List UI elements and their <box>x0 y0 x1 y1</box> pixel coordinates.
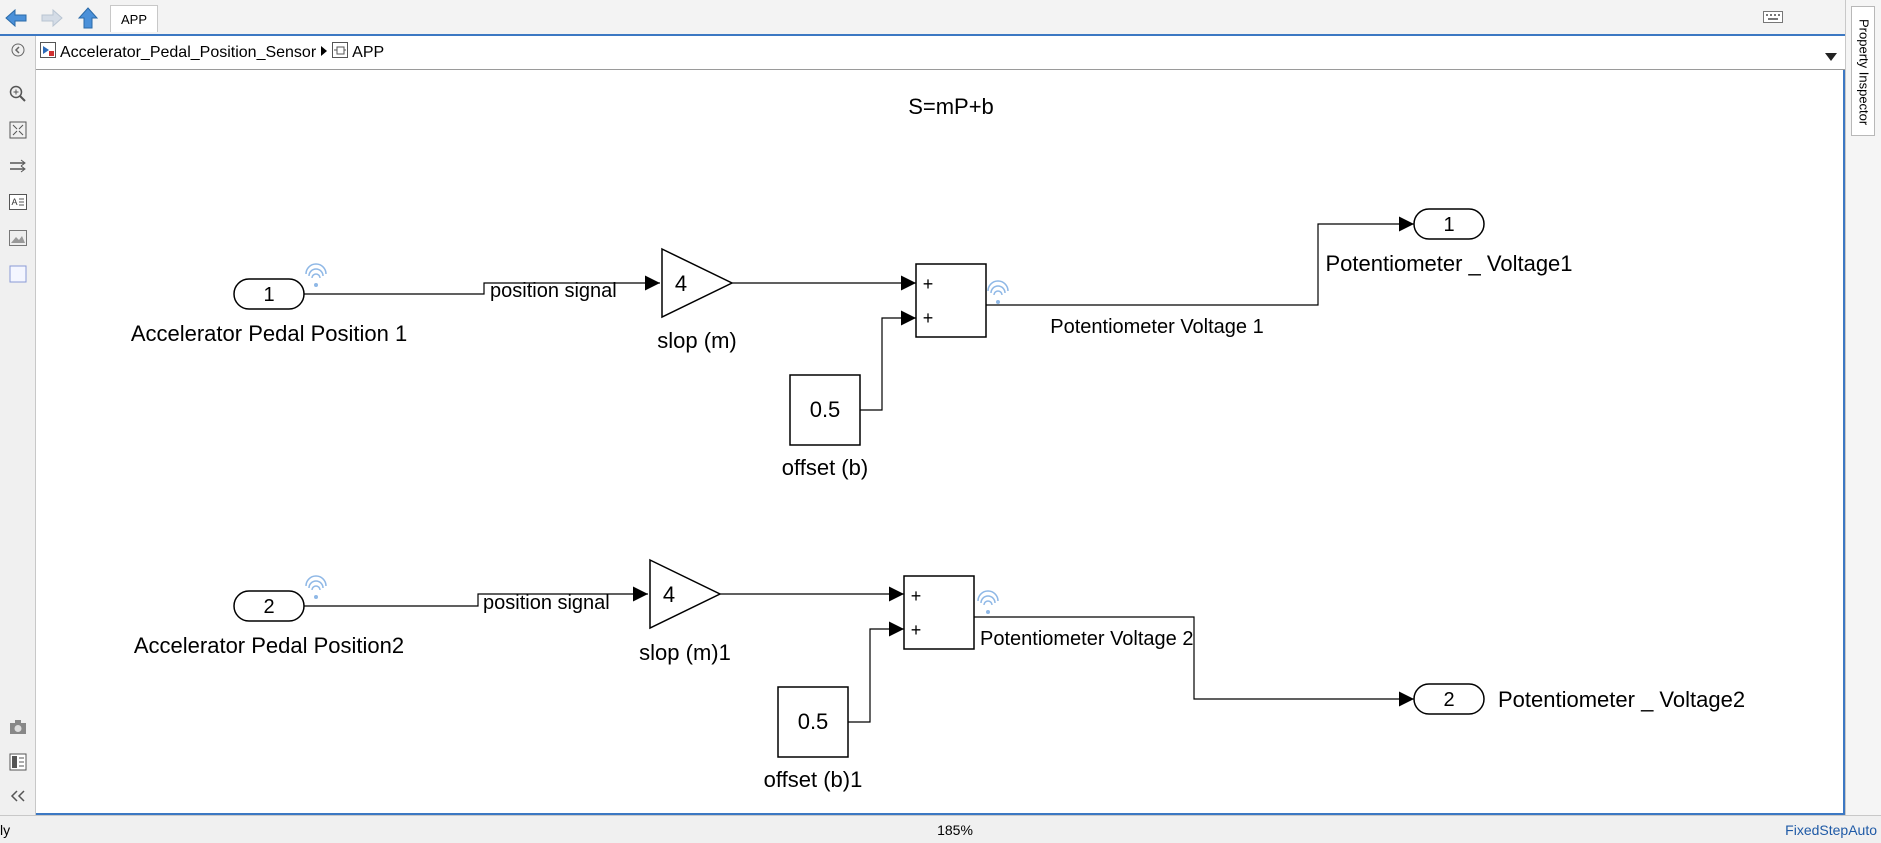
row1-offset-line[interactable] <box>860 310 916 411</box>
breadcrumb-dropdown-icon[interactable] <box>1825 48 1837 66</box>
row1-outport-number: 1 <box>1443 214 1454 236</box>
breadcrumb-separator-icon <box>320 44 328 62</box>
row1-constant-block[interactable]: 0.5 <box>789 374 861 446</box>
row1-sum-sign-1: + <box>923 274 934 294</box>
row2-sum-sign-1: + <box>911 586 922 606</box>
row2-sum-signal-label[interactable]: Potentiometer Voltage 2 <box>980 628 1193 650</box>
row1-position-signal-line[interactable] <box>304 275 660 295</box>
row1-sum-signal-label[interactable]: Potentiometer Voltage 1 <box>1050 316 1263 338</box>
signal-routing-icon[interactable] <box>4 152 32 180</box>
row2-sum-block[interactable]: + + <box>903 575 975 650</box>
row1-sum-output-line[interactable] <box>986 216 1414 306</box>
model-browser-icon[interactable] <box>4 748 32 776</box>
row1-outport-block[interactable]: 1 <box>1413 208 1485 240</box>
breadcrumb-model[interactable]: Accelerator_Pedal_Position_Sensor <box>40 42 316 63</box>
row2-gain-block[interactable]: 4 <box>649 558 722 630</box>
row2-constant-block[interactable]: 0.5 <box>777 686 849 758</box>
row1-gain-label[interactable]: slop (m) <box>657 328 736 353</box>
row2-signal-lines <box>304 586 1414 723</box>
row2-inport-number: 2 <box>263 596 274 618</box>
status-bar: ly 185% FixedStepAuto <box>0 815 1881 843</box>
row2-gain-value: 4 <box>663 582 675 607</box>
forward-icon[interactable] <box>38 4 66 32</box>
solver-link[interactable]: FixedStepAuto <box>1785 822 1877 838</box>
row1-constant-label[interactable]: offset (b) <box>782 455 868 480</box>
row2-inport-block[interactable]: 2 <box>233 590 305 622</box>
back-icon[interactable] <box>2 4 30 32</box>
top-tab-bar: APP <box>0 0 1845 36</box>
screenshot-icon[interactable] <box>4 713 32 741</box>
row1-inport-number: 1 <box>263 284 274 306</box>
row2-sum-sign-2: + <box>911 620 922 640</box>
collapse-toolbar-icon[interactable] <box>4 782 32 810</box>
annotation-icon[interactable]: A <box>4 188 32 216</box>
row1-gain-block[interactable]: 4 <box>661 247 734 319</box>
row2-outport-block[interactable]: 2 <box>1413 683 1485 715</box>
row2-sum-logging-icon[interactable] <box>977 590 999 614</box>
breadcrumb: Accelerator_Pedal_Position_Sensor APP <box>36 36 1845 70</box>
breadcrumb-subsystem-label: APP <box>352 43 385 61</box>
zoom-icon[interactable] <box>4 80 32 108</box>
row2-outport-label[interactable]: Potentiometer _ Voltage2 <box>1498 687 1745 712</box>
model-canvas[interactable]: S=mP+b 1 Accelerator Pedal Position 1 po… <box>36 70 1845 815</box>
row1-sum-logging-icon[interactable] <box>987 280 1009 304</box>
row1-inport-block[interactable]: 1 <box>233 278 305 310</box>
row1-position-signal-label[interactable]: position signal <box>490 280 617 302</box>
row2-constant-value: 0.5 <box>798 709 829 734</box>
keyboard-icon[interactable] <box>1763 10 1783 28</box>
breadcrumb-model-label: Accelerator_Pedal_Position_Sensor <box>60 43 317 61</box>
area-icon[interactable] <box>4 260 32 288</box>
up-to-parent-icon[interactable] <box>74 4 102 32</box>
row2-offset-line[interactable] <box>848 621 904 723</box>
tab-app[interactable]: APP <box>110 5 159 32</box>
row1-inport-label[interactable]: Accelerator Pedal Position 1 <box>131 321 407 346</box>
row2-position-signal-label[interactable]: position signal <box>483 592 610 614</box>
row1-signal-lines <box>304 216 1414 411</box>
subsystem-icon <box>332 42 349 63</box>
svg-text:A: A <box>12 197 18 207</box>
hide-explorer-icon[interactable] <box>4 36 32 64</box>
equation-annotation[interactable]: S=mP+b <box>908 94 994 119</box>
zoom-level: 185% <box>937 822 973 838</box>
row2-signal-logging-icon[interactable] <box>305 575 327 599</box>
breadcrumb-subsystem[interactable]: APP <box>332 42 384 63</box>
property-inspector-label: Property Inspector <box>1856 18 1872 126</box>
model-icon <box>40 42 56 63</box>
fit-to-view-icon[interactable] <box>4 116 32 144</box>
row2-sum-output-line[interactable] <box>974 616 1414 707</box>
row2-gain-label[interactable]: slop (m)1 <box>639 640 731 665</box>
image-icon[interactable] <box>4 224 32 252</box>
row2-constant-label[interactable]: offset (b)1 <box>764 767 863 792</box>
row1-constant-value: 0.5 <box>810 397 841 422</box>
row1-outport-label[interactable]: Potentiometer _ Voltage1 <box>1325 251 1572 276</box>
row2-outport-number: 2 <box>1443 689 1454 711</box>
row1-signal-logging-icon[interactable] <box>305 263 327 287</box>
status-text: ly <box>0 822 11 838</box>
row1-sum-block[interactable]: + + <box>915 263 987 338</box>
row1-gain-value: 4 <box>675 271 687 296</box>
row1-sum-sign-2: + <box>923 308 934 328</box>
row2-position-signal-line[interactable] <box>304 586 648 607</box>
property-inspector-tab[interactable]: Property Inspector <box>1851 6 1875 136</box>
left-toolbar: A <box>0 36 36 815</box>
row2-inport-label[interactable]: Accelerator Pedal Position2 <box>134 633 404 658</box>
